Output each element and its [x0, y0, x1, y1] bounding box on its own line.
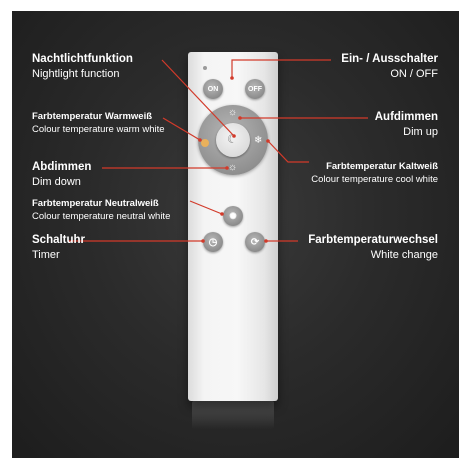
- on-button[interactable]: ON: [203, 79, 223, 99]
- label-onoff: Ein- / Ausschalter ON / OFF: [341, 52, 438, 82]
- callout-cool: [267, 140, 309, 163]
- label-title: Farbtemperaturwechsel: [308, 234, 438, 246]
- label-title: Aufdimmen: [374, 111, 438, 123]
- label-subtitle: Timer: [32, 249, 60, 261]
- callout-warm: [162, 117, 201, 141]
- label-subtitle: White change: [370, 249, 438, 261]
- on-button-label: ON: [207, 85, 219, 93]
- white-change-button[interactable]: ⟳: [245, 232, 265, 252]
- neutral-white-button[interactable]: ✺: [223, 206, 243, 226]
- label-title: Abdimmen: [32, 161, 92, 173]
- sun-minus-icon: ☼: [228, 162, 238, 173]
- label-subtitle: Colour temperature neutral white: [32, 211, 171, 222]
- label-dimdown: Abdimmen Dim down: [32, 160, 91, 190]
- label-warm: Farbtemperatur Warmweiß Colour temperatu…: [32, 110, 165, 136]
- callout-nightlight: [161, 59, 235, 137]
- label-whitechange: Farbtemperaturwechsel White change: [308, 233, 438, 263]
- neutral-bulb-icon: ✺: [229, 210, 237, 221]
- label-timer: Schaltuhr Timer: [32, 233, 85, 263]
- label-subtitle: Colour temperature cool white: [311, 174, 438, 185]
- label-title: Ein- / Ausschalter: [341, 53, 438, 65]
- label-title: Farbtemperatur Warmweiß: [32, 111, 153, 122]
- label-subtitle: Nightlight function: [32, 68, 120, 80]
- sun-plus-icon: ☼: [228, 107, 238, 118]
- remote-reflection: [192, 401, 274, 429]
- off-button-label: OFF: [248, 85, 262, 93]
- label-title: Farbtemperatur Kaltweiß: [326, 161, 438, 172]
- white-change-icon: ⟳: [250, 236, 260, 248]
- off-button[interactable]: OFF: [245, 79, 265, 99]
- label-subtitle: Dim down: [32, 176, 81, 188]
- callout-onoff: [231, 59, 331, 78]
- label-subtitle: Dim up: [403, 126, 438, 138]
- snowflake-icon: ❄: [254, 135, 263, 146]
- nightlight-button[interactable]: ☾: [216, 123, 250, 157]
- label-neutral: Farbtemperatur Neutralweiß Colour temper…: [32, 197, 170, 223]
- status-led: [203, 66, 207, 70]
- callout-neutral: [189, 200, 223, 215]
- label-dimup: Aufdimmen Dim up: [375, 110, 438, 140]
- label-title: Schaltuhr: [32, 234, 86, 246]
- moon-icon: ☾: [227, 132, 238, 146]
- label-subtitle: Colour temperature warm white: [32, 124, 165, 135]
- timer-icon: ◷: [208, 236, 218, 248]
- label-title: Nachtlichtfunktion: [32, 53, 133, 65]
- label-subtitle: ON / OFF: [390, 68, 438, 80]
- label-title: Farbtemperatur Neutralweiß: [32, 198, 159, 209]
- timer-button[interactable]: ◷: [203, 232, 223, 252]
- warm-white-icon: [201, 139, 209, 147]
- label-cool: Farbtemperatur Kaltweiß Colour temperatu…: [311, 160, 438, 186]
- label-nightlight: Nachtlichtfunktion Nightlight function: [32, 52, 133, 82]
